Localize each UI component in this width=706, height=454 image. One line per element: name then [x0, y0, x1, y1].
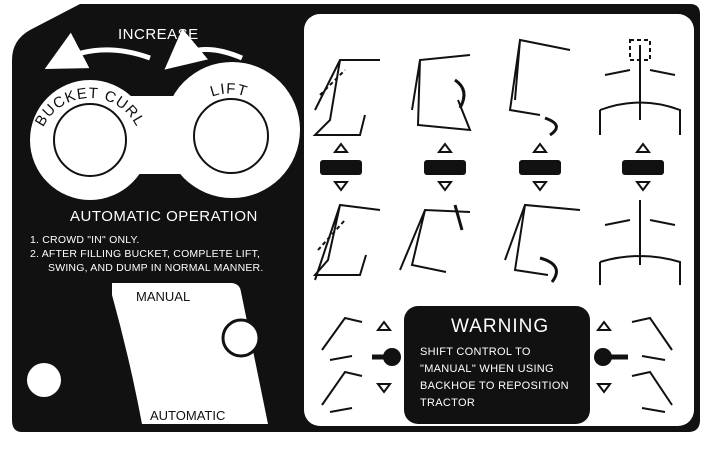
- lever-dial: [30, 62, 300, 200]
- warning-title: WARNING: [451, 316, 550, 337]
- linkage-diagrams: [312, 38, 681, 285]
- selector-arrows: [333, 142, 651, 192]
- automatic-step-2-cont: SWING, AND DUMP IN NORMAL MANNER.: [48, 262, 264, 274]
- automatic-operation-heading: AUTOMATIC OPERATION: [70, 208, 258, 225]
- increase-arrow-right: [164, 28, 243, 70]
- warning-side-diagrams: [321, 316, 673, 413]
- mode-selector-knob: [221, 318, 261, 358]
- warning-right-knob: [594, 348, 612, 366]
- warning-box: [404, 306, 590, 424]
- increase-label: INCREASE: [118, 26, 199, 43]
- manual-label[interactable]: MANUAL: [136, 289, 191, 304]
- warning-left-knob: [383, 348, 401, 366]
- automatic-label[interactable]: AUTOMATIC: [150, 408, 226, 423]
- mode-selector-plate: [112, 283, 268, 424]
- warning-line-1: SHIFT CONTROL TO: [420, 346, 531, 358]
- warning-line-2: "MANUAL" WHEN USING: [420, 363, 554, 375]
- automatic-step-2: 2. AFTER FILLING BUCKET, COMPLETE LIFT,: [30, 248, 261, 260]
- increase-arrow-left: [44, 32, 151, 69]
- linkage-panel: [304, 14, 694, 426]
- warning-line-3: BACKHOE TO REPOSITION: [420, 380, 569, 392]
- corner-knob: [27, 363, 61, 397]
- automatic-step-1: 1. CROWD "IN" ONLY.: [30, 234, 140, 246]
- lift-ring-label: LIFT: [208, 80, 249, 100]
- selector-bars: [320, 160, 664, 175]
- warning-line-4: TRACTOR: [420, 397, 476, 409]
